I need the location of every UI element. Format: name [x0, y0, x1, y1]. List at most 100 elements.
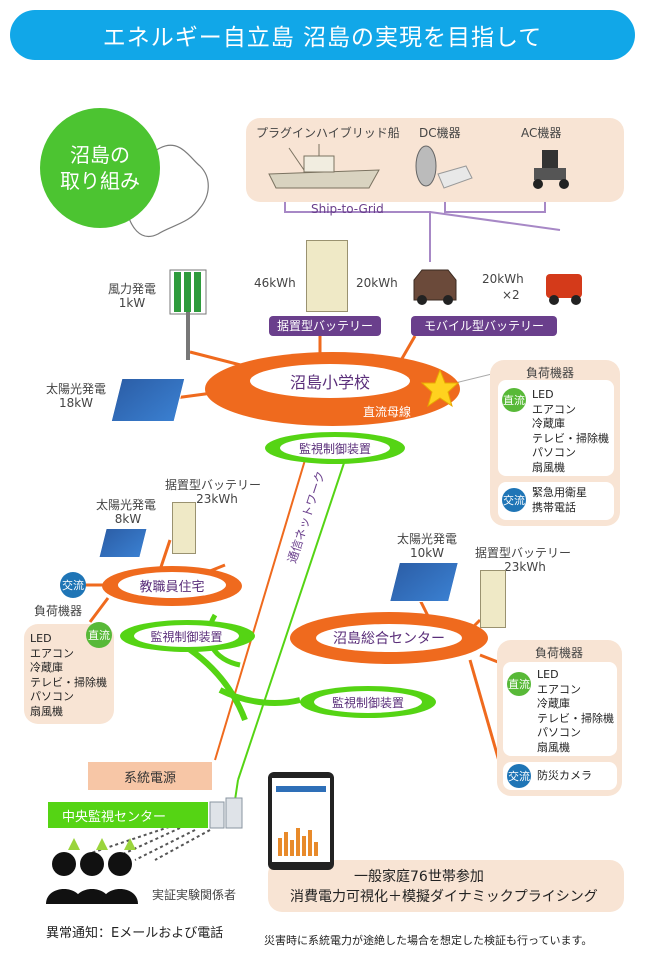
center-dc-card: 直流 LED エアコン 冷蔵庫 テレビ・掃除機 パソコン 扇風機 [503, 662, 617, 756]
central-monitor-bar: 中央監視センター [48, 802, 208, 828]
solar-panel-main-icon [110, 378, 186, 422]
center-ac-list: 防災カメラ [537, 769, 592, 784]
island-badge: 沼島の 取り組み [40, 108, 160, 228]
center-battery-icon [480, 570, 506, 628]
tablet-header-bar [276, 786, 326, 792]
wind-label: 風力発電 [107, 282, 156, 296]
wind-turbine-icon [169, 269, 207, 360]
dc-device-icon [415, 145, 473, 189]
center-name: 沼島総合センター [333, 631, 445, 647]
school-dc-item: 扇風機 [532, 460, 565, 474]
staff-loads-title: 負荷機器 [34, 604, 83, 618]
center-node: 沼島総合センター [316, 624, 462, 652]
school-ac-item: 携帯電話 [532, 500, 576, 514]
staff-battery-value: 23kWh [196, 492, 238, 506]
stationary-battery-tag: 据置型バッテリー [269, 316, 381, 336]
staff-load-item: LED [30, 632, 52, 645]
households-panel: 一般家庭76世帯参加 消費電力可視化＋模擬ダイナミックプライシング [268, 860, 624, 912]
staff-solar-label: 太陽光発電 [95, 498, 156, 512]
school-ac-badge: 交流 [502, 488, 526, 512]
page-title: エネルギー自立島 沼島の実現を目指して [10, 10, 635, 60]
people-icon [46, 852, 138, 904]
households-line-1: 一般家庭76世帯参加 [354, 869, 484, 885]
central-monitor-label: 中央監視センター [62, 809, 167, 825]
staff-battery-label: 据置型バッテリー [164, 478, 261, 492]
center-solar-label: 太陽光発電 [396, 532, 457, 546]
center-ac-card: 交流 防災カメラ [503, 762, 617, 790]
center-dc-item: 扇風機 [537, 740, 570, 754]
staff-monitor-node: 監視制御装置 [134, 625, 239, 647]
ship-icon [268, 144, 380, 189]
staff-monitor-label: 監視制御装置 [150, 629, 223, 644]
school-loads-panel: 負荷機器 直流 LED エアコン 冷蔵庫 テレビ・掃除機 パソコン 扇風機 交流… [490, 360, 620, 526]
star-mascot-icon [420, 368, 460, 408]
mobile-battery2-kwh: 20kWh [482, 272, 524, 286]
center-ac-badge: 交流 [507, 764, 531, 788]
center-solar-value: 10kW [409, 546, 445, 560]
school-loads-title: 負荷機器 [526, 366, 575, 380]
center-dc-list: LED エアコン 冷蔵庫 テレビ・掃除機 パソコン 扇風機 [537, 668, 614, 755]
top-devices-panel: プラグインハイブリッド船 DC機器 AC機器 Ship-to-Grid [246, 118, 624, 216]
center-dc-item: 冷蔵庫 [537, 697, 570, 710]
grid-power-box: 系統電源 [88, 762, 212, 790]
wind-value: 1kW [118, 296, 146, 310]
staff-name: 教職員住宅 [139, 579, 205, 595]
households-line-2: 消費電力可視化＋模擬ダイナミックプライシング [290, 889, 598, 905]
mobile-battery-kwh: 20kWh [356, 276, 398, 290]
ship-to-grid-label: Ship-to-Grid [311, 202, 384, 216]
center-loads-title: 負荷機器 [535, 646, 584, 660]
server-icon [209, 797, 243, 829]
center-dc-item: パソコン [537, 726, 581, 739]
school-dc-item: パソコン [532, 446, 576, 459]
grid-power-label: 系統電源 [123, 770, 176, 786]
school-ac-list: 緊急用衛星 携帯電話 [532, 486, 587, 515]
mobile-battery-car-icon [413, 269, 457, 305]
center-dc-item: エアコン [537, 682, 581, 696]
center-battery-value: 23kWh [504, 560, 546, 574]
school-name: 沼島小学校 [289, 373, 370, 392]
island-illustration: 沼島の 取り組み [40, 108, 220, 248]
school-dc-card: 直流 LED エアコン 冷蔵庫 テレビ・掃除機 パソコン 扇風機 [498, 380, 614, 476]
experiment-people-label: 実証実験関係者 [152, 888, 237, 902]
staff-load-item: テレビ・掃除機 [30, 675, 107, 689]
ac-device-icon [533, 150, 569, 189]
mobile-battery-tag: モバイル型バッテリー [411, 316, 557, 336]
mobile-battery2-mult: ×2 [502, 288, 520, 302]
staff-load-item: パソコン [30, 690, 74, 703]
stationary-battery-icon [306, 240, 348, 312]
center-loads-panel: 負荷機器 直流 LED エアコン 冷蔵庫 テレビ・掃除機 パソコン 扇風機 交流… [497, 640, 622, 796]
staff-ac-badge: 交流 [60, 572, 86, 598]
school-dc-item: 冷蔵庫 [532, 417, 565, 430]
staff-solar-panel-icon [98, 528, 148, 558]
page-title-text: エネルギー自立島 沼島の実現を目指して [102, 25, 543, 51]
school-monitor-node: 監視制御装置 [280, 437, 390, 459]
stationary-battery-kwh: 46kWh [254, 276, 296, 290]
center-monitor-label: 監視制御装置 [331, 695, 404, 710]
tablet-icon [268, 772, 334, 870]
ac-devices-label: AC機器 [521, 126, 562, 140]
staff-battery-icon [172, 502, 196, 554]
center-solar-panel-icon [389, 562, 459, 602]
alert-note: 異常通知：Eメールおよび電話 [46, 926, 224, 941]
school-ac-item: 緊急用衛星 [532, 486, 587, 499]
staff-load-list: LED エアコン 冷蔵庫 テレビ・掃除機 パソコン 扇風機 [30, 632, 107, 719]
staff-node: 教職員住宅 [118, 572, 226, 598]
staff-load-item: 冷蔵庫 [30, 661, 63, 674]
school-dc-list: LED エアコン 冷蔵庫 テレビ・掃除機 パソコン 扇風機 [532, 388, 609, 475]
center-dc-badge: 直流 [507, 672, 531, 696]
tablet-bar-chart-icon [278, 828, 318, 856]
dc-devices-label: DC機器 [419, 126, 461, 140]
center-dc-item: LED [537, 668, 559, 681]
school-node: 沼島小学校 [250, 364, 410, 398]
school-monitor-label: 監視制御装置 [298, 441, 371, 456]
school-ac-card: 交流 緊急用衛星 携帯電話 [498, 482, 614, 520]
dc-bus-label: 直流母線 [363, 405, 412, 419]
island-label-line-2: 取り組み [60, 169, 140, 193]
staff-load-item: エアコン [30, 646, 74, 660]
solar-main-value: 18kW [58, 396, 94, 410]
school-dc-item: LED [532, 388, 554, 401]
center-dc-item: テレビ・掃除機 [537, 711, 614, 725]
staff-load-item: 扇風機 [30, 704, 63, 718]
footnote: 災害時に系統電力が途絶した場合を想定した検証も行っています。 [264, 934, 593, 947]
staff-dc-badge: 直流 [86, 622, 112, 648]
